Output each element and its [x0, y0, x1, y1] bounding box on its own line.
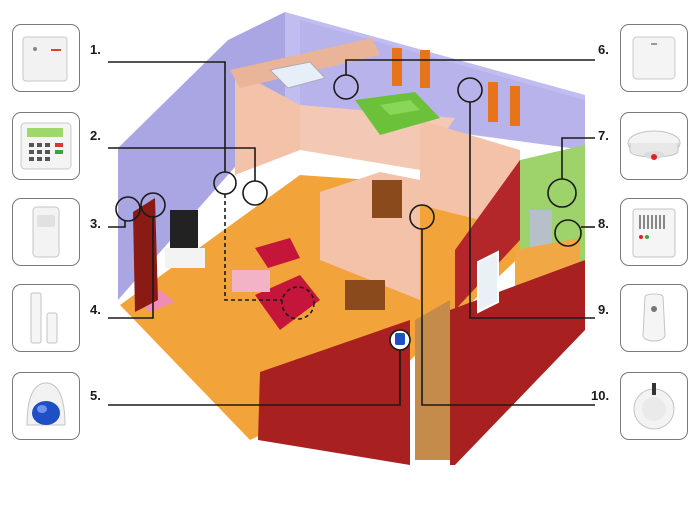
- callout-number-1: 1.: [90, 42, 101, 57]
- leader-line-10: [421, 229, 595, 406]
- motion-detector-icon: [12, 198, 80, 266]
- callout-number-6: 6.: [598, 42, 609, 57]
- control-panel-icon: [12, 24, 80, 92]
- smoke-detector-icon: [620, 112, 688, 180]
- bathtub: [268, 61, 326, 89]
- leader-line-4: [108, 217, 154, 319]
- sofa: [255, 238, 300, 268]
- sensor-circle-3: [115, 196, 141, 222]
- callout-number-5: 5.: [90, 388, 101, 403]
- callout-number-7: 7.: [598, 128, 609, 143]
- callout-number-3: 3.: [90, 216, 101, 231]
- remote-keyfob-icon: [620, 284, 688, 352]
- window: [477, 250, 499, 314]
- callout-number-2: 2.: [90, 128, 101, 143]
- front-brick-wall: [258, 320, 410, 465]
- callout-number-4: 4.: [90, 302, 101, 317]
- sensor-circle-8: [554, 219, 582, 247]
- curtain: [420, 50, 430, 88]
- keypad-icon: [12, 112, 80, 180]
- leader-line-3: [108, 221, 126, 228]
- callout-number-9: 9.: [598, 302, 609, 317]
- curtain: [510, 86, 520, 126]
- leader-line-6: [345, 59, 595, 75]
- curtain: [488, 82, 498, 122]
- side-brick-wall: [450, 260, 585, 465]
- cabinet: [372, 180, 402, 218]
- callout-number-10: 10.: [591, 388, 610, 403]
- leader-line-7: [561, 137, 595, 179]
- curtain: [392, 48, 402, 86]
- bed-pillow: [380, 100, 420, 115]
- leader-line-5: [108, 350, 401, 406]
- callout-number-8: 8.: [598, 216, 609, 231]
- fridge: [530, 210, 552, 250]
- coffee-table: [232, 270, 270, 292]
- tv-stand: [165, 248, 205, 268]
- sensor-circle-2: [242, 180, 268, 206]
- leader-line-2: [108, 147, 256, 181]
- sofa: [255, 275, 320, 330]
- siren-marker: [395, 333, 405, 345]
- leader-line-keyfob: [224, 194, 282, 301]
- dining-table: [345, 280, 385, 310]
- sensor-circle-keyfob: [281, 286, 315, 320]
- staircase: [415, 300, 450, 460]
- siren-icon: [12, 372, 80, 440]
- television: [170, 210, 198, 250]
- leader-line-1: [108, 61, 226, 172]
- side-brick-wall-upper: [455, 160, 520, 310]
- front-door: [133, 198, 158, 312]
- panic-button-icon: [620, 24, 688, 92]
- ceiling-sensor-icon: [620, 372, 688, 440]
- door-contact-icon: [12, 284, 80, 352]
- gas-detector-icon: [620, 198, 688, 266]
- leader-line-9: [469, 102, 595, 319]
